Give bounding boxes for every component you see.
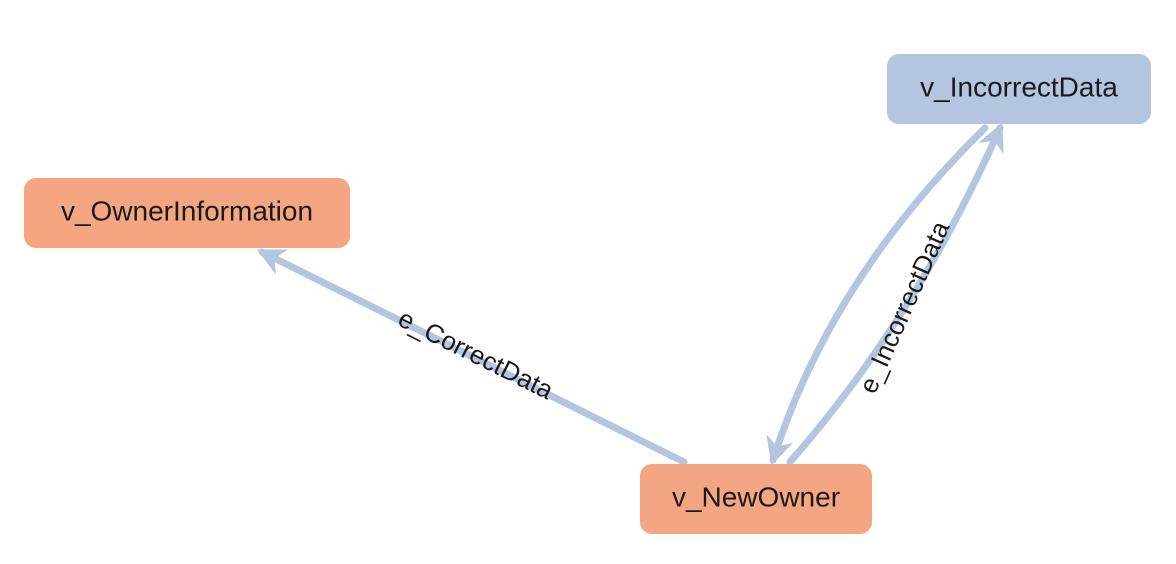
node-label-new-owner: v_NewOwner: [672, 481, 840, 512]
node-box-new-owner[interactable]: [640, 464, 872, 534]
edge-incorrect-data-to-new-owner[interactable]: [766, 124, 989, 466]
edge-label-incorrect-data: e_IncorrectData: [853, 216, 956, 398]
edge-line-correct-data[interactable]: [256, 248, 688, 466]
node-incorrect-data[interactable]: v_IncorrectData: [887, 54, 1151, 124]
node-label-incorrect-data: v_IncorrectData: [920, 71, 1118, 102]
edge-line-new-owner-to-incorrect[interactable]: [786, 122, 1004, 466]
edge-line-incorrect-to-new-owner[interactable]: [766, 124, 989, 466]
node-box-incorrect-data[interactable]: [887, 54, 1151, 124]
node-owner-information[interactable]: v_OwnerInformation: [24, 178, 350, 248]
edge-new-owner-to-incorrect-data[interactable]: e_IncorrectData: [786, 122, 1004, 466]
node-label-owner-information: v_OwnerInformation: [61, 195, 313, 226]
node-box-owner-information[interactable]: [24, 178, 350, 248]
edge-label-correct-data: e_CorrectData: [394, 303, 559, 406]
node-new-owner[interactable]: v_NewOwner: [640, 464, 872, 534]
edge-correct-data[interactable]: e_CorrectData: [256, 248, 688, 466]
